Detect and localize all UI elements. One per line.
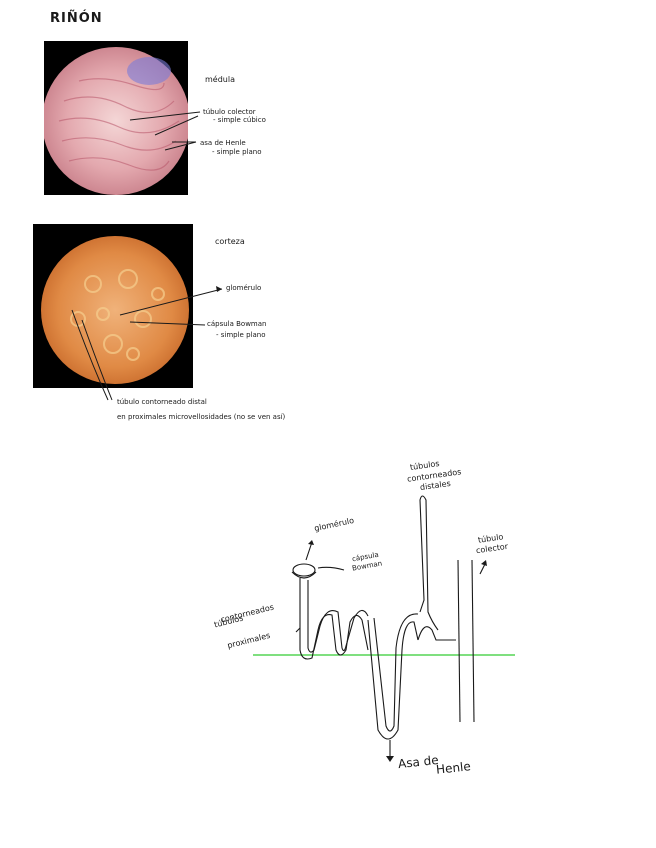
label-diagram-loop-2: Henle <box>435 760 471 776</box>
